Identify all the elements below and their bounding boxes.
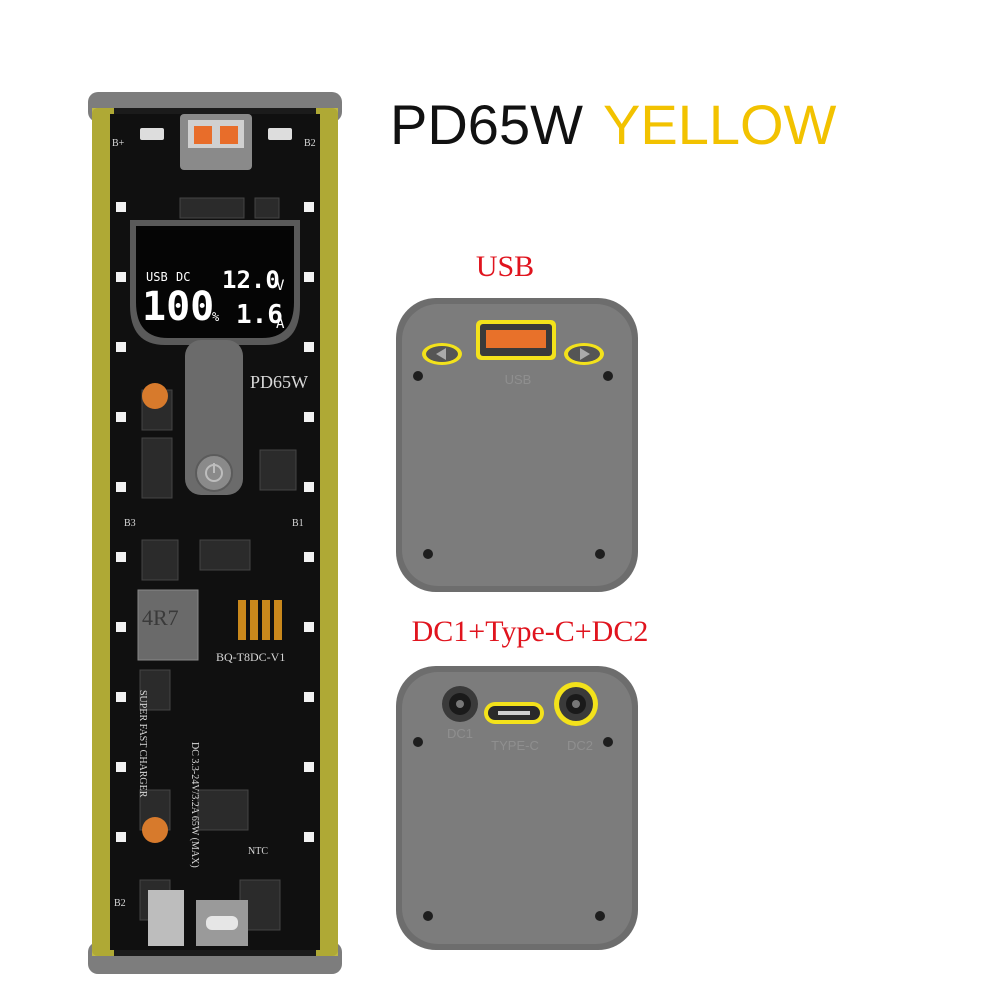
pcb-b3: B3 [124,518,136,529]
voltage-unit: V [276,278,285,294]
product-model-title: PD65W [390,93,583,156]
dc1-port-label: DC1 [446,726,473,741]
pcb-b2-top: B2 [304,138,316,149]
usb-end-panel [396,298,638,592]
dc2-port-label: DC2 [566,738,593,753]
board-id-label: BQ-T8DC-V1 [216,650,286,664]
lcd-dc-indicator: DC [176,270,191,284]
pcb-model-label: PD65W [250,372,308,392]
pcb-side-text: SUPER FAST CHARGER [137,690,148,798]
lcd-usb-indicator: USB [146,270,168,284]
typec-port-label: TYPE-C [491,738,539,753]
pcb-b2-bottom: B2 [114,898,126,909]
usb-port-label: USB [504,372,532,387]
pcb-b1: B1 [292,518,304,529]
power-bank-body [88,92,342,974]
product-color-title: YELLOW [603,93,837,156]
pcb-spec-text: DC 3.3-24V/3.2A 65W (MAX) [189,742,200,868]
dc-view-caption: DC1+Type-C+DC2 [411,615,649,648]
battery-percentage: 100 [142,284,215,330]
ntc-label: NTC [248,846,268,857]
pcb-b-plus: B+ [112,138,125,149]
usb-view-caption: USB [475,250,535,283]
voltage-readout: 12.0 [222,266,280,294]
current-unit: A [276,316,285,332]
current-readout: 1.6 [236,300,283,330]
inductor-label: 4R7 [142,605,179,630]
dc-end-panel [396,666,638,950]
percent-unit: % [212,310,220,324]
